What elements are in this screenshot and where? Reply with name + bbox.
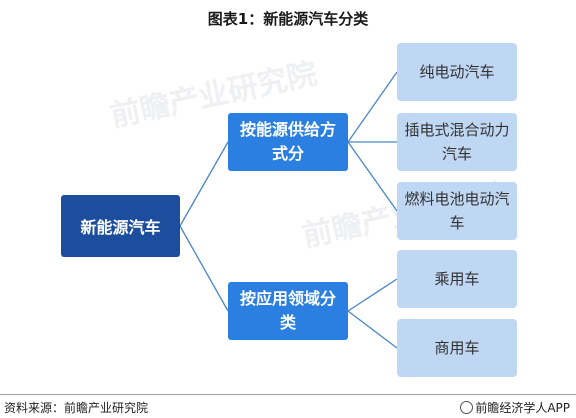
- branch-node-application: 按应用领域分类: [228, 282, 348, 340]
- connector-branch2-leaf4: [347, 278, 398, 312]
- connector-root-branch2: [179, 225, 229, 312]
- connector-root-branch1: [179, 141, 229, 227]
- leaf-node-passenger: 乘用车: [397, 250, 517, 308]
- connector-branch1-leaf1: [347, 71, 398, 143]
- brand-label: 前瞻经济学人APP: [460, 399, 570, 416]
- connector-branch1-leaf3: [347, 141, 398, 212]
- leaf-node-fcev: 燃料电池电动汽车: [397, 182, 517, 240]
- branch-node-energy-supply: 按能源供给方式分: [228, 113, 348, 171]
- brand-logo-icon: [460, 401, 474, 414]
- chart-title: 图表1：新能源汽车分类: [207, 10, 369, 28]
- root-node: 新能源汽车: [61, 195, 180, 257]
- leaf-node-bev: 纯电动汽车: [397, 43, 517, 101]
- brand-text: 前瞻经济学人APP: [475, 401, 570, 415]
- leaf-node-commercial: 商用车: [397, 319, 517, 377]
- leaf-node-phev: 插电式混合动力汽车: [397, 113, 517, 171]
- footer: 资料来源：前瞻产业研究院 前瞻经济学人APP: [0, 394, 576, 418]
- connector-branch2-leaf5: [347, 310, 398, 349]
- source-text: 资料来源：前瞻产业研究院: [4, 401, 149, 415]
